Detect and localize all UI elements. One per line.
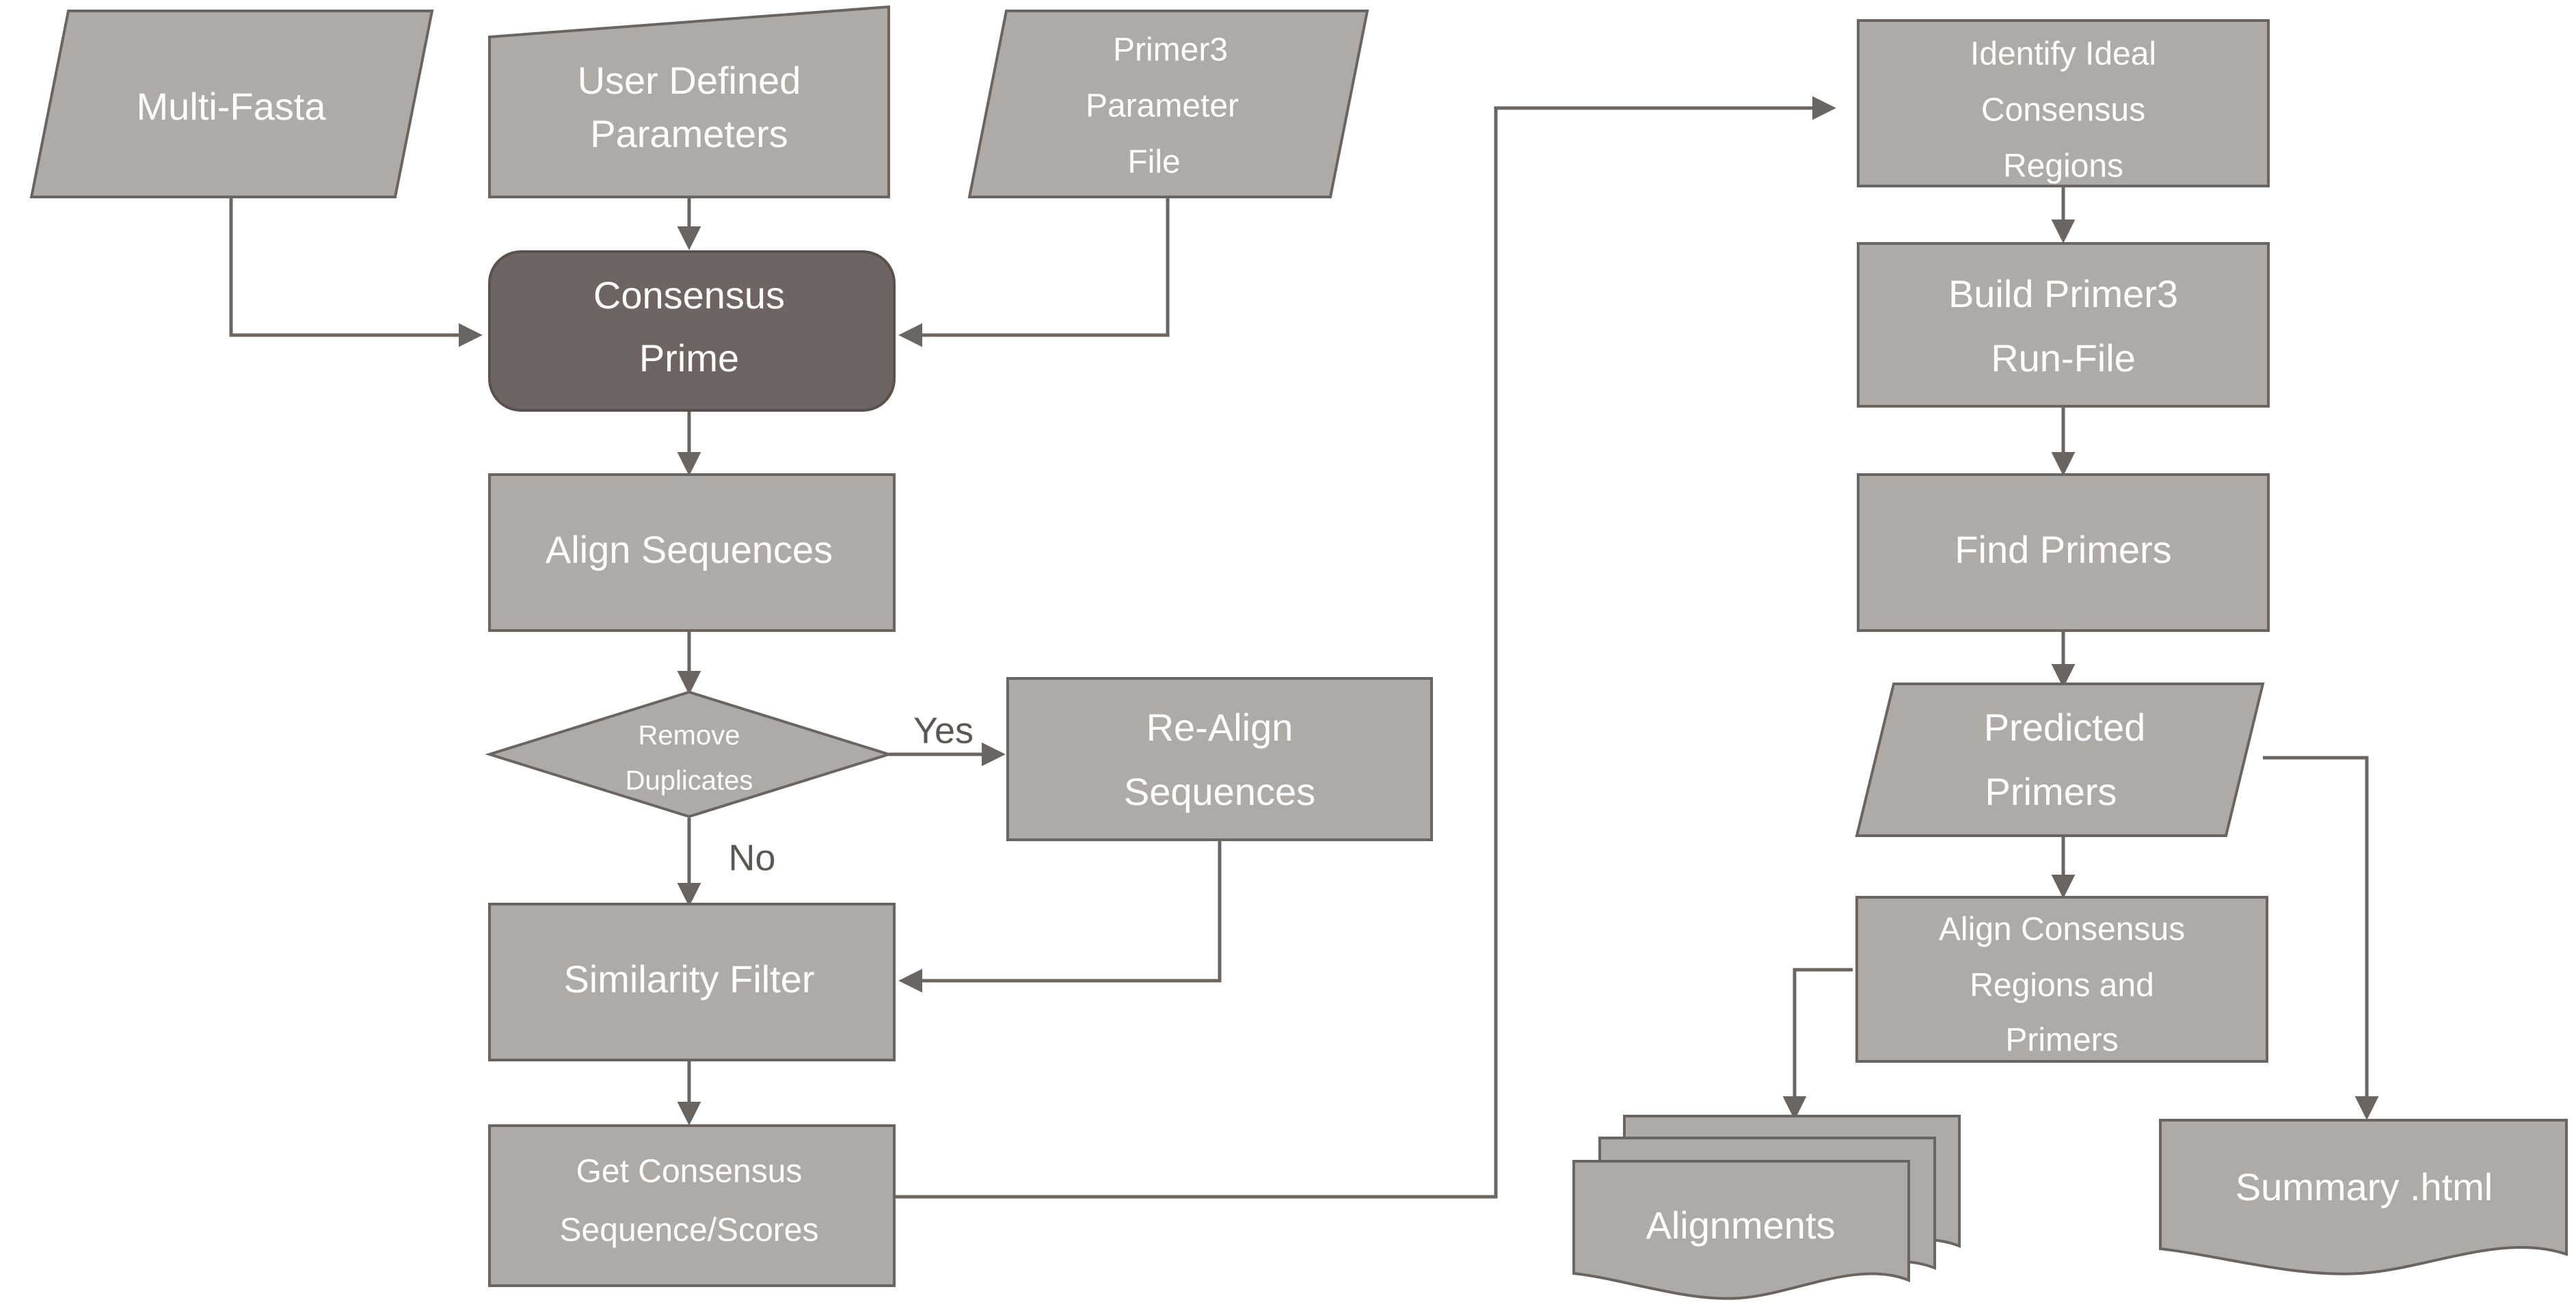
align-regions-shape[interactable] (1855, 896, 2268, 1063)
edge-label-no: No (728, 837, 775, 878)
edge-realign-to-similarityfilter (898, 840, 1222, 993)
node-identify-regions[interactable]: Identify Ideal Consensus Regions (1857, 19, 2270, 187)
remove-duplicates-shape[interactable] (485, 690, 894, 819)
edge-multifasta-to-consensusprime (229, 198, 483, 347)
consensus-prime-shape[interactable] (488, 250, 896, 412)
identify-regions-shape[interactable] (1857, 19, 2270, 187)
summary-html-shape[interactable] (2159, 1119, 2568, 1275)
node-find-primers[interactable]: Find Primers (1857, 473, 2270, 632)
node-build-run-file[interactable]: Build Primer3 Run-File (1857, 242, 2270, 408)
edge-label-yes: Yes (913, 710, 974, 751)
node-user-parameters[interactable]: User Defined Parameters (488, 5, 890, 198)
node-consensus-prime[interactable]: Consensus Prime (488, 250, 896, 412)
node-align-regions[interactable]: Align Consensus Regions and Primers (1855, 896, 2268, 1063)
similarity-filter-shape[interactable] (488, 903, 896, 1061)
align-sequences-shape[interactable] (488, 473, 896, 632)
edge-predictedprimers-to-summaryhtml (2263, 756, 2379, 1120)
node-remove-duplicates[interactable]: Remove Duplicates (485, 690, 894, 819)
re-align-sequences-shape[interactable] (1006, 677, 1433, 841)
node-predicted-primers[interactable]: Predicted Primers (1855, 683, 2265, 837)
get-consensus-shape[interactable] (488, 1124, 896, 1287)
node-get-consensus[interactable]: Get Consensus Sequence/Scores (488, 1124, 896, 1287)
node-alignments[interactable]: Alignments (1572, 1115, 1961, 1300)
primer3-param-file-shape[interactable] (967, 10, 1369, 198)
multi-fasta-shape[interactable] (29, 10, 434, 198)
build-run-file-shape[interactable] (1857, 242, 2270, 408)
node-re-align-sequences[interactable]: Re-Align Sequences (1006, 677, 1433, 841)
find-primers-shape[interactable] (1857, 473, 2270, 632)
user-parameters-shape[interactable] (488, 5, 890, 198)
alignments-sheet-front[interactable] (1572, 1160, 1910, 1300)
node-align-sequences[interactable]: Align Sequences (488, 473, 896, 632)
predicted-primers-shape[interactable] (1855, 683, 2265, 837)
edge-alignregions-to-alignments (1782, 968, 1853, 1120)
edge-primer3file-to-consensusprime (898, 198, 1170, 347)
node-multi-fasta[interactable]: Multi-Fasta (29, 10, 434, 198)
edge-getconsensus-to-identifyregions (892, 96, 1836, 1199)
node-similarity-filter[interactable]: Similarity Filter (488, 903, 896, 1061)
node-primer3-param-file[interactable]: Primer3 Parameter File (967, 10, 1369, 198)
node-summary-html[interactable]: Summary .html (2159, 1119, 2568, 1275)
connectors (229, 96, 2379, 1199)
